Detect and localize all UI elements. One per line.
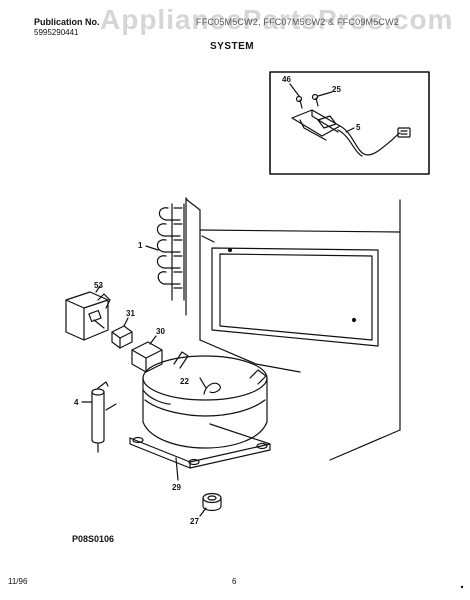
callout-1: 1 xyxy=(138,241,143,250)
condenser-coil xyxy=(145,203,185,301)
publication-label: Publication No. xyxy=(34,17,100,27)
terminal-connector xyxy=(111,317,133,349)
callout-4: 4 xyxy=(74,398,79,407)
callout-27: 27 xyxy=(190,517,199,526)
compressor xyxy=(129,355,271,481)
callout-31: 31 xyxy=(126,309,135,318)
page-number: 6 xyxy=(232,577,237,586)
section-title: SYSTEM xyxy=(210,41,255,52)
filter-drier xyxy=(81,381,117,453)
diagram-code: P08S0106 xyxy=(72,534,115,544)
publication-number: 5995290441 xyxy=(34,28,79,37)
callout-5: 5 xyxy=(356,123,361,132)
watermark: AppliancePartsPros.com xyxy=(100,4,454,35)
callout-25: 25 xyxy=(332,85,341,94)
footer-date: 11/96 xyxy=(8,577,28,586)
callout-30: 30 xyxy=(156,327,165,336)
model-numbers: FFC05M5CW2, FFC07M5CW2 & FFC09M5CW2 xyxy=(196,17,400,27)
callout-29: 29 xyxy=(172,483,181,492)
grommet xyxy=(199,492,222,517)
wire-clip xyxy=(199,377,221,395)
cabinet-rear xyxy=(185,197,401,461)
callout-53: 53 xyxy=(94,281,103,290)
inset-box xyxy=(269,71,430,175)
terminal-cover xyxy=(131,335,163,373)
relay-overload xyxy=(65,285,111,341)
callout-46: 46 xyxy=(282,75,291,84)
callout-22: 22 xyxy=(180,377,189,386)
